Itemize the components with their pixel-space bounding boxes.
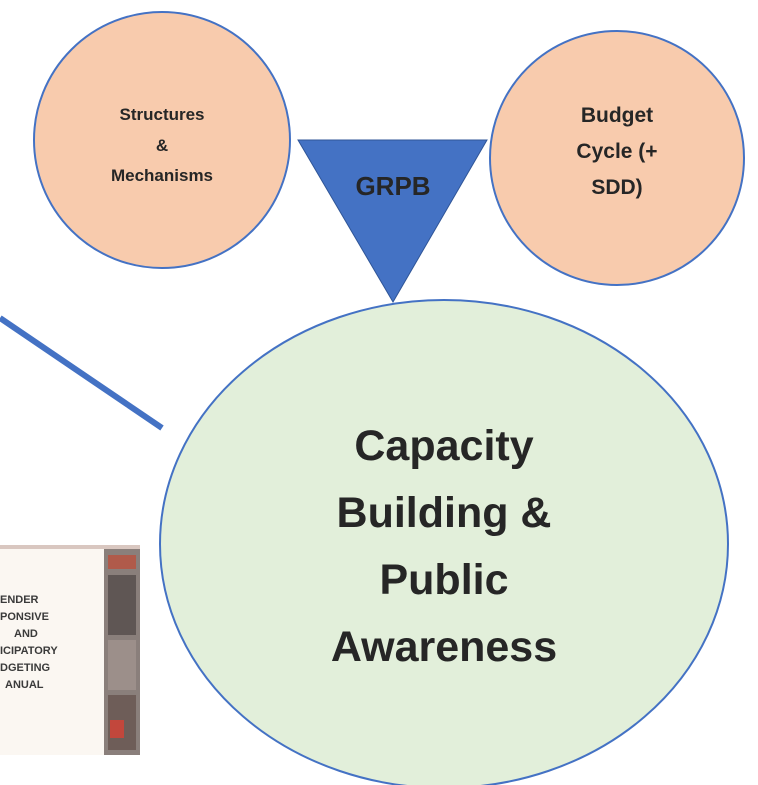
manual-line-2: PONSIVE [0,611,49,623]
grpb-triangle [297,139,488,303]
capacity-label-2: Building & [337,489,552,537]
budget-label-2: Cycle (+ [576,140,657,163]
budget-label-3: SDD) [591,176,642,199]
connector-line [0,315,164,431]
manual-line-4: ICIPATORY [0,645,58,657]
capacity-label-1: Capacity [354,422,533,470]
structures-label-2: & [156,136,168,155]
structures-label-1: Structures [119,105,204,124]
budget-cycle-circle [489,30,745,286]
budget-label-1: Budget [581,104,653,127]
capacity-label-4: Awareness [331,623,557,671]
structures-label-3: Mechanisms [111,166,213,185]
manual-line-1: ENDER [0,594,39,606]
manual-line-5: DGETING [0,662,50,674]
manual-cover: ENDER PONSIVE AND ICIPATORY DGETING ANUA… [0,545,140,755]
capacity-building-circle [159,299,729,785]
grpb-label: GRPB [355,171,430,201]
manual-line-6: ANUAL [5,679,44,691]
manual-line-3: AND [14,628,38,640]
capacity-label-3: Public [379,556,508,604]
structures-circle [33,11,291,269]
